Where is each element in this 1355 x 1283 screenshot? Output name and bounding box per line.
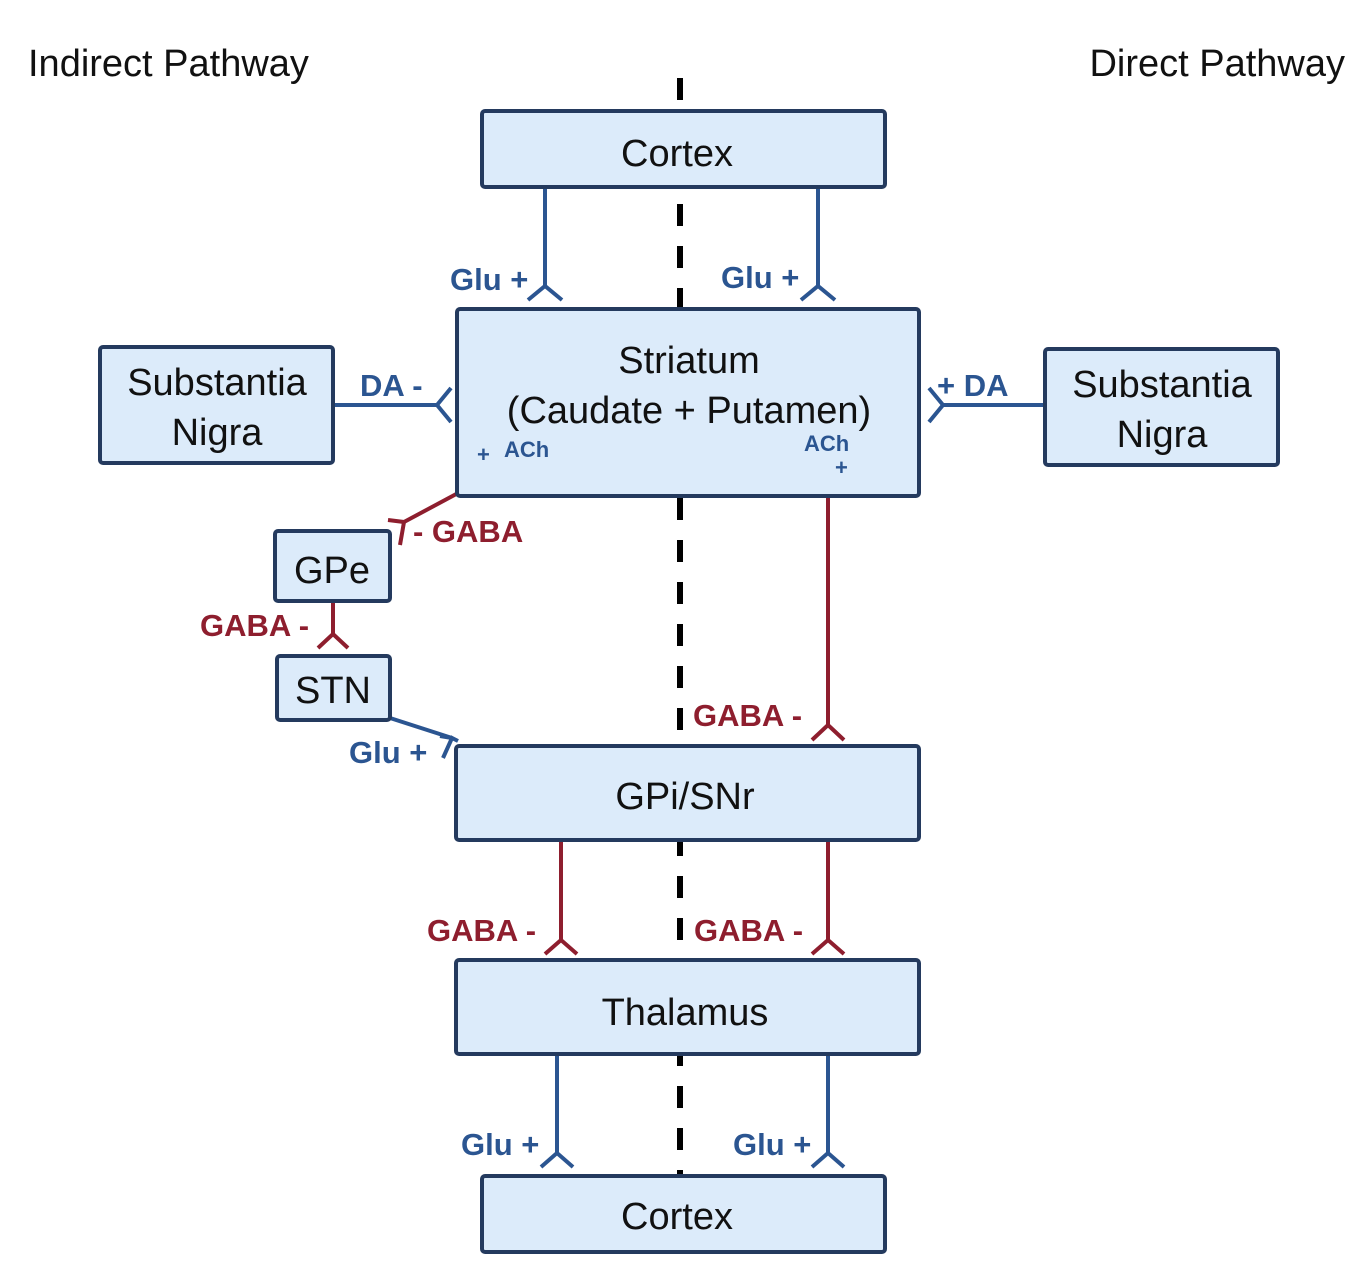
thalamus-label: Thalamus [602, 992, 769, 1034]
gaba-striatum-gpi-label: GABA - [693, 698, 802, 733]
gpi-snr-node: GPi/SNr [454, 744, 921, 842]
substantia-nigra-right-node: Substantia Nigra [1043, 347, 1280, 467]
stn-label: STN [295, 670, 371, 712]
ach-right-sign: + [835, 455, 848, 480]
substantia-nigra-left-node: Substantia Nigra [98, 345, 335, 465]
glu-thal-right-label: Glu + [733, 1127, 811, 1162]
stn-node: STN [275, 654, 392, 722]
sn-left-label-line2: Nigra [172, 412, 264, 454]
striatum-label: Striatum [618, 340, 759, 382]
indirect-pathway-heading: Indirect Pathway [28, 43, 309, 85]
cortex-striatum-left-connection [526, 188, 564, 302]
striatum-gpi-direct-connection [810, 497, 846, 742]
cortex-top-node: Cortex [480, 109, 887, 189]
ach-right-label: ACh [804, 431, 849, 456]
glu-thal-left-label: Glu + [461, 1127, 539, 1162]
thalamus-cortex-right-connection [810, 1055, 846, 1169]
glu-cortex-left-label: Glu + [450, 262, 528, 297]
sn-right-label-line2: Nigra [1117, 414, 1209, 456]
cortex-bottom-label: Cortex [621, 1196, 733, 1238]
ach-left-sign: + [477, 442, 490, 467]
gpe-node: GPe [273, 529, 392, 603]
gpi-thalamus-right-connection [810, 842, 846, 956]
striatum-sublabel: (Caudate + Putamen) [507, 390, 871, 432]
gpi-snr-label: GPi/SNr [615, 776, 755, 818]
glu-stn-gpi-label: Glu + [349, 735, 427, 770]
stn-gpi-connection [389, 716, 459, 759]
thalamus-cortex-left-connection [539, 1055, 575, 1169]
cortex-striatum-right-connection [799, 188, 837, 302]
striatum-gpe-connection [387, 490, 461, 546]
ach-left-label: ACh [504, 437, 549, 462]
gpe-stn-connection [316, 602, 350, 650]
thalamus-node: Thalamus [454, 958, 921, 1056]
sn-left-label-line1: Substantia [127, 362, 307, 404]
gpe-label: GPe [294, 550, 370, 592]
gaba-gpi-thal-left-label: GABA - [427, 913, 536, 948]
gaba-striatum-gpe-label: - GABA [413, 514, 523, 549]
da-left-label: DA - [360, 368, 423, 403]
sn-left-striatum-connection [335, 386, 453, 424]
gaba-gpi-thal-right-label: GABA - [694, 913, 803, 948]
da-right-label: + DA [937, 368, 1009, 403]
gaba-gpe-stn-label: GABA - [200, 608, 309, 643]
cortex-bottom-node: Cortex [480, 1174, 887, 1254]
striatum-node: Striatum (Caudate + Putamen) [455, 307, 921, 498]
direct-pathway-heading: Direct Pathway [1089, 43, 1345, 85]
glu-cortex-right-label: Glu + [721, 260, 799, 295]
sn-right-label-line1: Substantia [1072, 364, 1252, 406]
gpi-thalamus-left-connection [543, 842, 579, 956]
cortex-top-label: Cortex [621, 133, 733, 175]
sn-right-striatum-connection [927, 386, 1045, 424]
